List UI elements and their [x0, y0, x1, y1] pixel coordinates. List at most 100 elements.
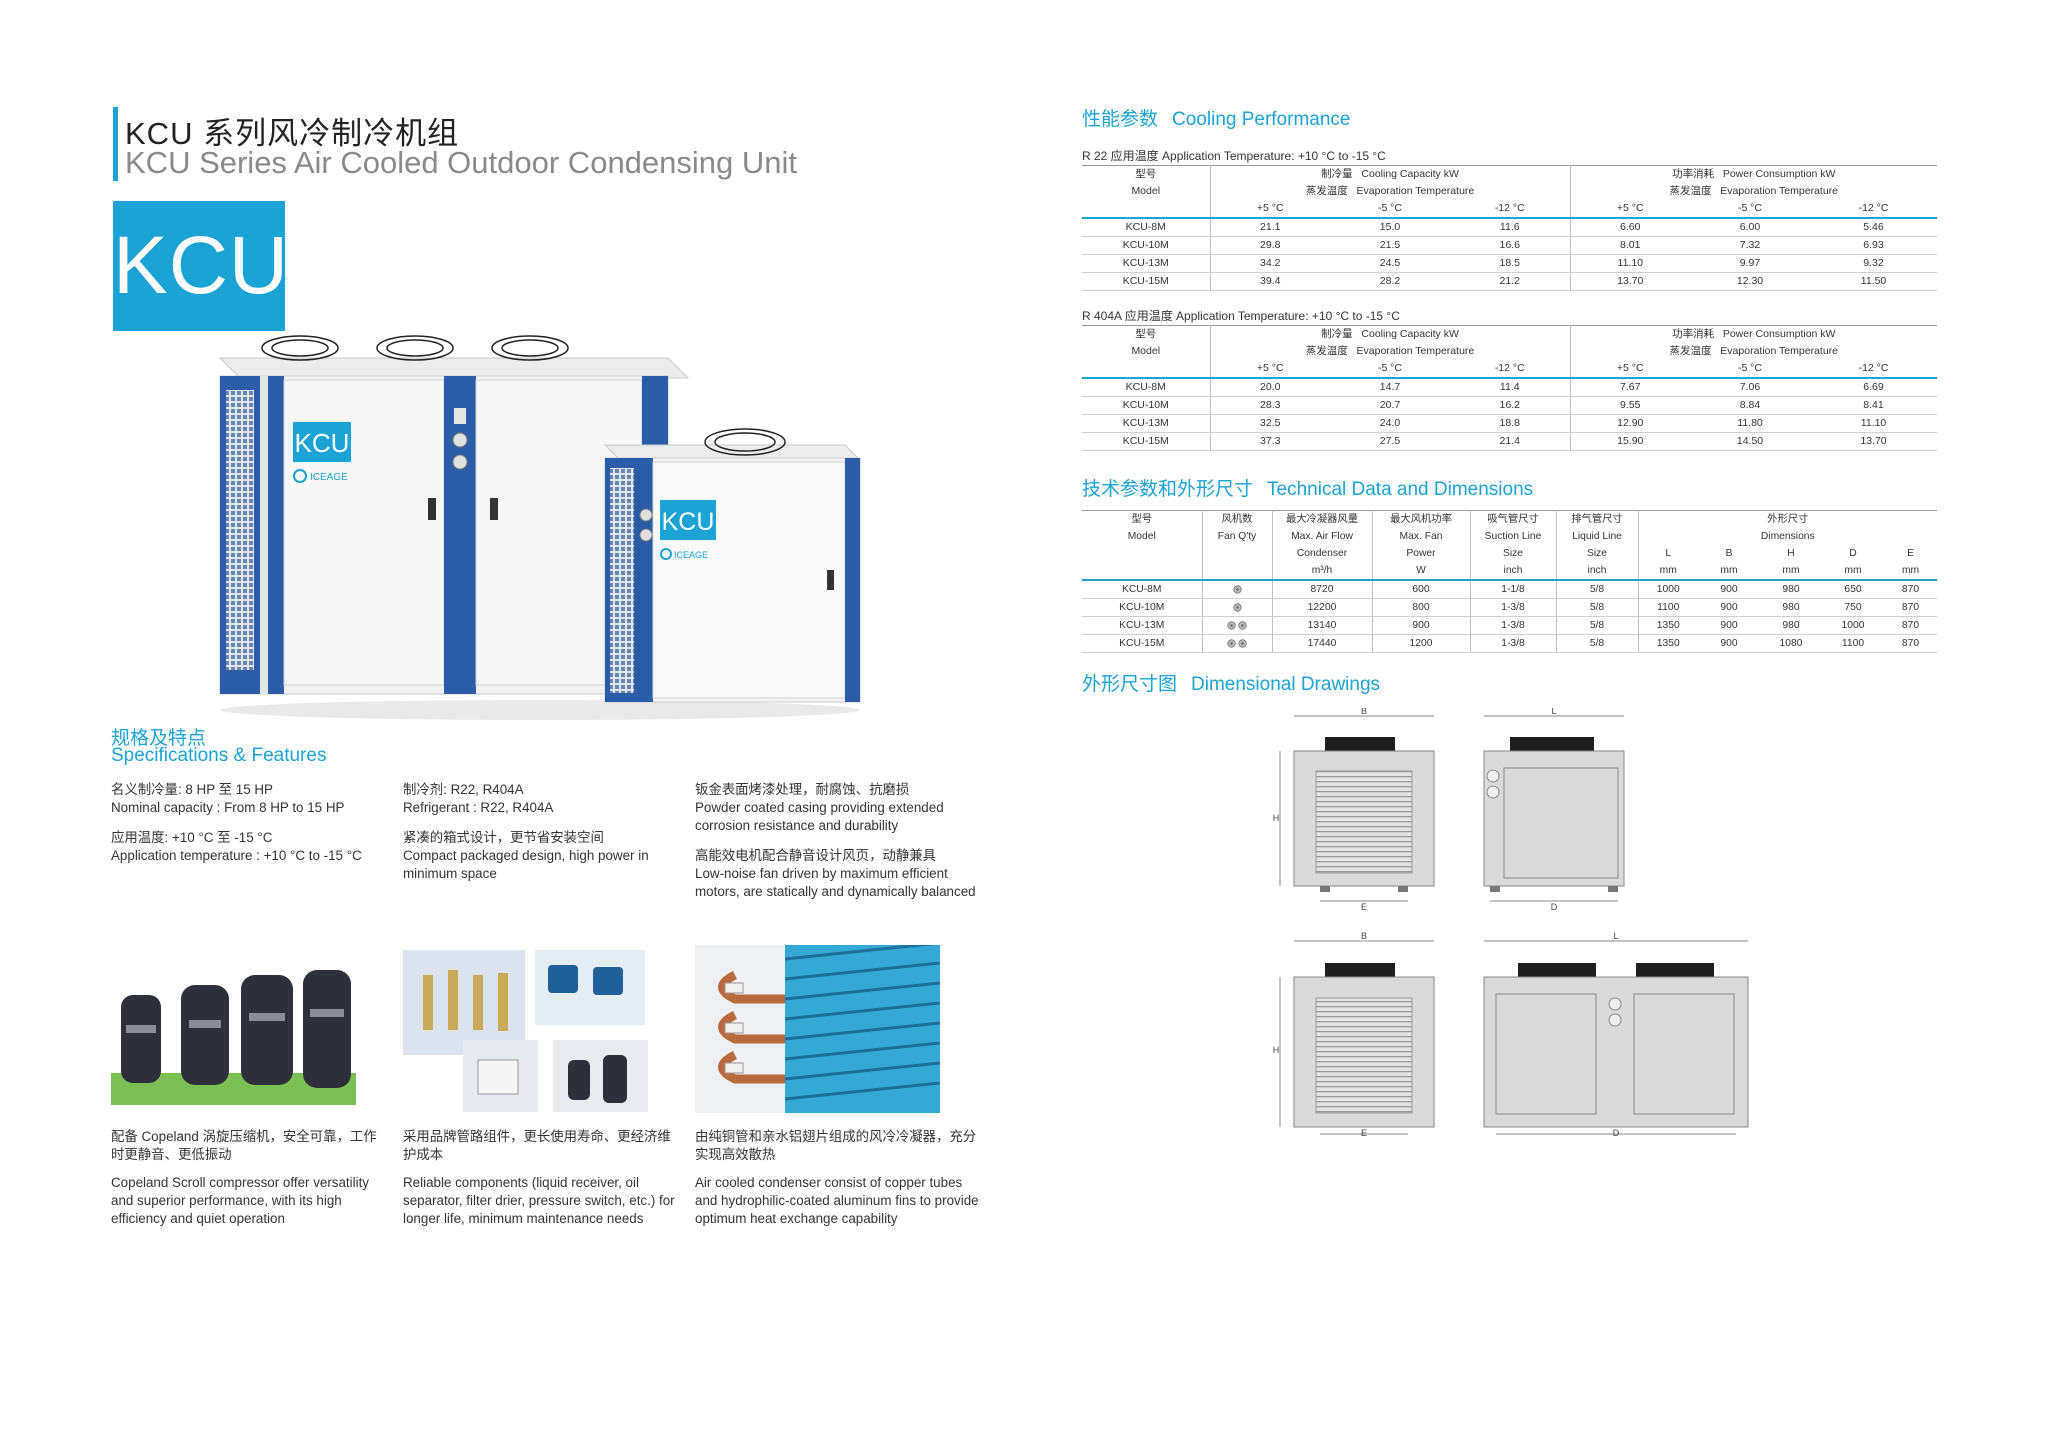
spec-refrigerant-en: Refrigerant : R22, R404A [403, 800, 554, 815]
value-cell: 20.7 [1330, 396, 1450, 415]
value-cell: 15.0 [1330, 218, 1450, 237]
value-cell: 800 [1372, 598, 1471, 617]
hdr-power: 功率消耗 Power Consumption kW [1672, 168, 1836, 180]
hdr-t3: -12 °C [1450, 360, 1571, 378]
th-air-unit: m³/h [1272, 562, 1373, 580]
value-cell: 870 [1884, 616, 1938, 635]
model-cell: KCU-15M [1082, 272, 1211, 291]
hdr-capacity: 制冷量 Cooling Capacity kW [1210, 165, 1571, 183]
r22-caption: R 22 应用温度 Application Temperature: +10 °… [1082, 149, 1386, 163]
value-cell: 11.10 [1810, 414, 1938, 433]
page-title-cn: KCU 系列风冷制冷机组 [125, 116, 460, 151]
value-cell: 1200 [1372, 634, 1471, 653]
technical-heading-cn: 技术参数和外形尺寸 [1082, 479, 1254, 500]
th-liquid-cn: 排气管尺寸 [1556, 510, 1639, 528]
model-cell: KCU-10M [1082, 396, 1211, 415]
drawing-2-front: B H E [1273, 931, 1435, 1138]
value-cell: 11.6 [1450, 218, 1571, 237]
drawing-1-front: B H E [1273, 708, 1435, 912]
value-cell: 11.50 [1810, 272, 1938, 291]
brand-label-small: ICEAGE [674, 550, 708, 560]
th-dims-en: Dimensions [1760, 531, 1815, 542]
unit-label-large: KCU [295, 428, 350, 458]
hdr-evap: 蒸发温度 Evaporation Temperature [1210, 183, 1571, 200]
value-cell: 12.30 [1690, 272, 1811, 291]
value-cell: 5/8 [1556, 598, 1639, 617]
model-cell: KCU-10M [1082, 236, 1211, 255]
product-image: KCU ICEAGE KCU ICEAGE [218, 335, 862, 720]
value-cell: 1080 [1760, 634, 1822, 653]
kcu-badge: KCU [113, 201, 288, 331]
spec-casing-cn: 钣金表面烤漆处理，耐腐蚀、抗磨损 [695, 782, 910, 797]
value-cell: 980 [1760, 598, 1822, 617]
dim-E-label-2: E [1361, 1128, 1367, 1138]
hdr-power: 功率消耗 Power Consumption kW [1672, 328, 1836, 340]
value-cell: 7.06 [1690, 378, 1811, 397]
value-cell: 600 [1372, 580, 1471, 599]
spec-design-cn: 紧凑的箱式设计，更节省安装空间 [403, 830, 604, 845]
value-cell: 11.4 [1450, 378, 1571, 397]
value-cell: 14.50 [1690, 432, 1811, 451]
value-cell: 8.01 [1570, 236, 1691, 255]
dim-L-label-2: L [1613, 931, 1618, 941]
value-cell: 37.3 [1210, 432, 1330, 451]
dim-D-label: D [1551, 902, 1558, 912]
specs-col-1: 名义制冷量: 8 HP 至 15 HP Nominal capacity : F… [111, 781, 391, 865]
hdr-t1: +5 °C [1616, 362, 1644, 374]
drawing-2-side: L D [1483, 931, 1749, 1138]
value-cell: 21.1 [1210, 218, 1330, 237]
caption-compressor: 配备 Copeland 涡旋压缩机，安全可靠，工作时更静音、更低振动 Copel… [111, 1128, 386, 1228]
value-cell: 1350 [1638, 616, 1698, 635]
value-cell: 16.2 [1450, 396, 1571, 415]
th-air-cn: 最大冷凝器风量 [1272, 510, 1373, 528]
th-liquid-en: Liquid Line [1556, 528, 1639, 545]
model-cell: KCU-13M [1082, 414, 1211, 433]
dim-H-label-2: H [1273, 1045, 1280, 1055]
value-cell: 5/8 [1556, 634, 1639, 653]
hdr-t2: -5 °C [1377, 202, 1403, 214]
value-cell: 1-3/8 [1470, 598, 1557, 617]
value-cell: 13.70 [1570, 272, 1691, 291]
value-cell: 20.0 [1210, 378, 1330, 397]
fan-count-icon [1202, 616, 1273, 635]
value-cell: 13.70 [1810, 432, 1938, 451]
value-cell: 1100 [1638, 598, 1698, 617]
title-accent-bar [113, 107, 118, 181]
page-title-en: KCU Series Air Cooled Outdoor Condensing… [125, 145, 798, 180]
dim-D-label-2: D [1613, 1128, 1620, 1138]
spec-capacity-cn: 名义制冷量: 8 HP 至 15 HP [111, 782, 273, 797]
model-cell: KCU-10M [1082, 598, 1203, 617]
drawings-heading-cn: 外形尺寸图 [1082, 674, 1178, 695]
hdr-t2: -5 °C [1737, 362, 1763, 374]
spec-design-en: Compact packaged design, high power in m… [403, 848, 649, 881]
th-E: E [1907, 548, 1914, 559]
model-cell: KCU-8M [1082, 580, 1203, 599]
th-L: L [1665, 548, 1672, 559]
value-cell: 11.10 [1570, 254, 1691, 273]
model-cell: KCU-15M [1082, 634, 1203, 653]
value-cell: 21.4 [1450, 432, 1571, 451]
drawing-1-side: L D [1483, 708, 1625, 912]
value-cell: 14.7 [1330, 378, 1450, 397]
th-suction-cn: 吸气管尺寸 [1470, 510, 1557, 528]
fan-count-icon [1202, 580, 1273, 599]
hdr-model-cn: 型号 [1082, 165, 1211, 183]
value-cell: 980 [1760, 580, 1822, 599]
value-cell: 7.67 [1570, 378, 1691, 397]
value-cell: 24.0 [1330, 414, 1450, 433]
th-D: D [1849, 548, 1857, 559]
fan-count-icon [1202, 598, 1273, 617]
th-motor-cn: 最大风机功率 [1372, 510, 1471, 528]
large-unit: KCU ICEAGE [218, 335, 690, 695]
value-cell: 980 [1760, 616, 1822, 635]
value-cell: 11.80 [1690, 414, 1811, 433]
model-cell: KCU-15M [1082, 432, 1211, 451]
hdr-t1: +5 °C [1616, 202, 1644, 214]
r404a-caption: R 404A 应用温度 Application Temperature: +10… [1082, 309, 1400, 323]
th-suction-en: Suction Line [1470, 528, 1557, 545]
